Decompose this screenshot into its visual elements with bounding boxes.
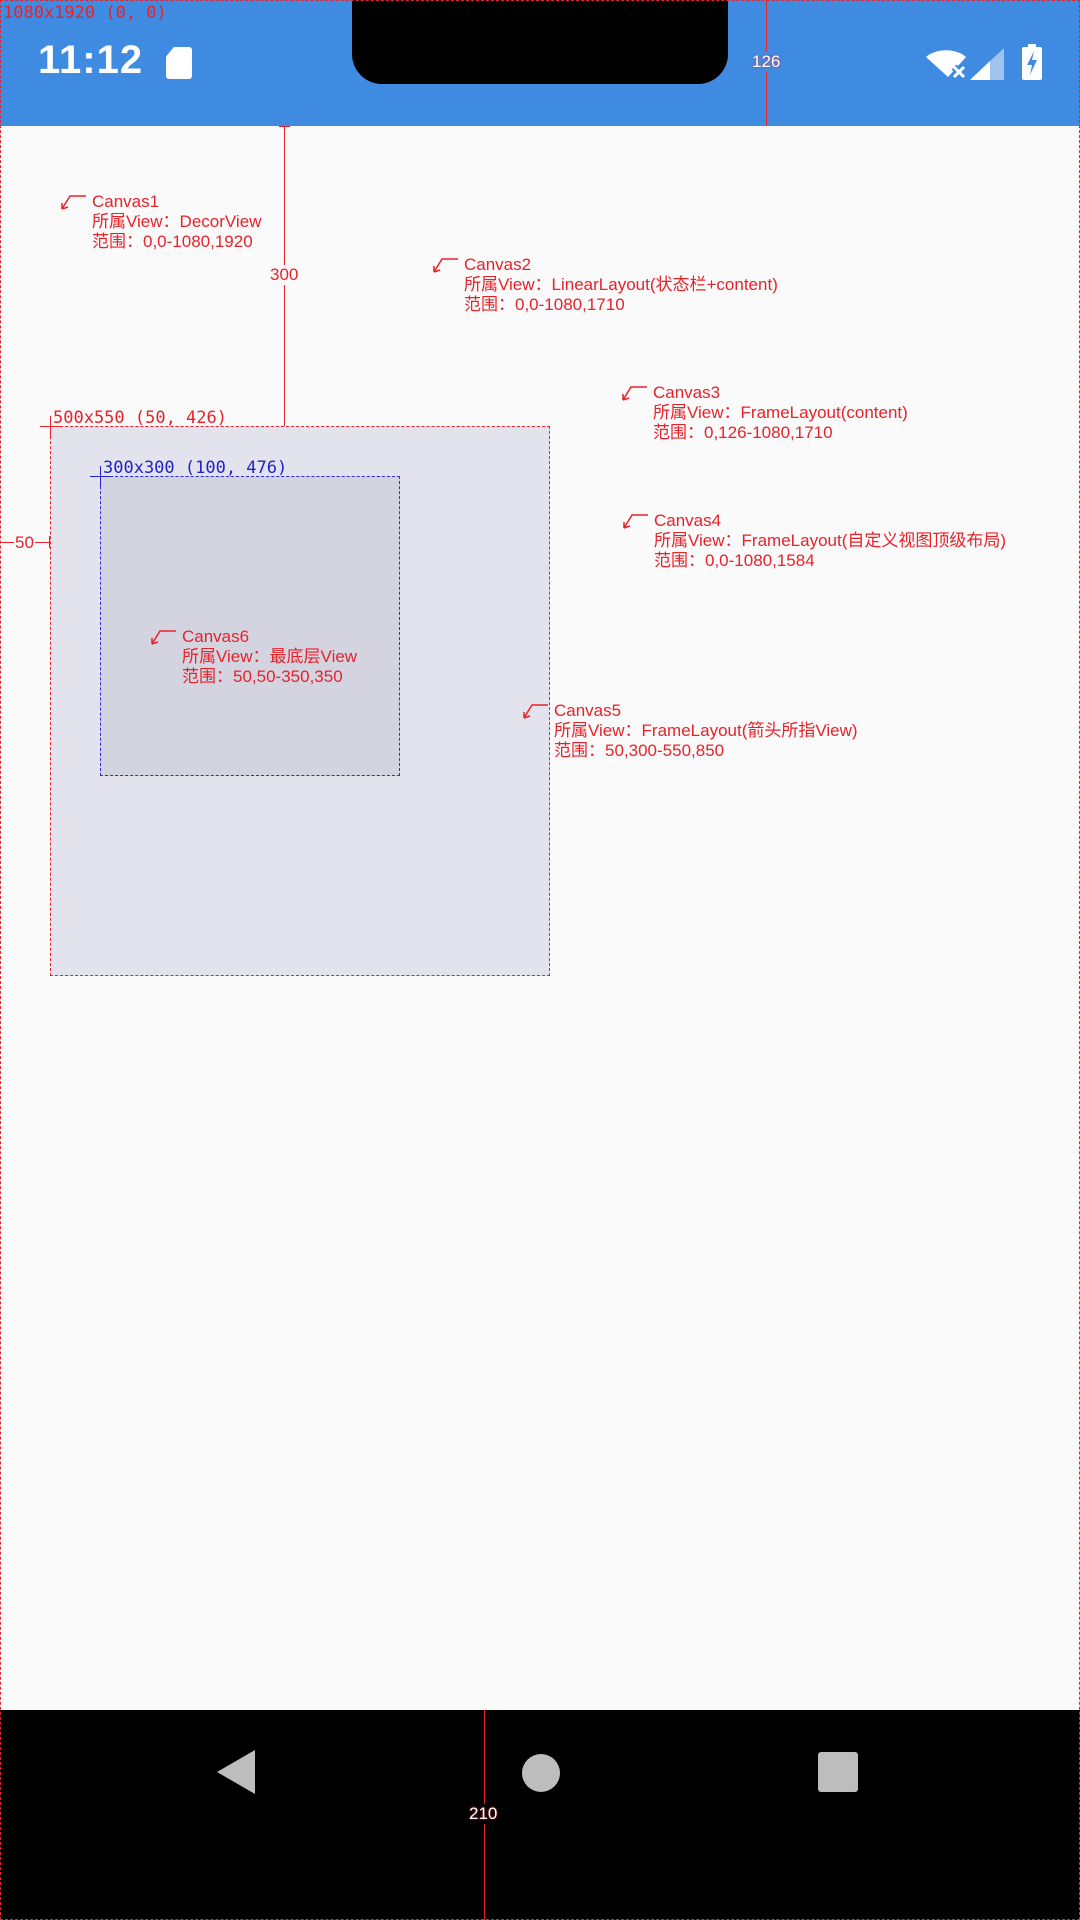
sd-card-icon — [166, 47, 192, 79]
annotation-title: Canvas6 — [182, 627, 250, 646]
annotation-view: 所属View：DecorView — [92, 212, 262, 231]
display-notch — [352, 0, 728, 84]
status-bar-height-value: 126 — [752, 52, 781, 72]
home-icon[interactable] — [522, 1754, 560, 1792]
annotation-canvas5: Canvas5 所属View：FrameLayout(箭头所指View) 范围：… — [523, 701, 858, 761]
annotation-view: 所属View：FrameLayout(自定义视图顶级布局) — [654, 531, 1007, 550]
inner-corner-marker-v — [100, 466, 101, 486]
annotation-title: Canvas2 — [464, 255, 532, 274]
annotation-view: 所属View：LinearLayout(状态栏+content) — [464, 275, 778, 294]
screen-dimension-label: 1080x1920 (0, 0) — [3, 3, 167, 23]
annotation-range: 范围：0,0-1080,1584 — [654, 551, 815, 570]
annotation-view: 所属View：最底层View — [182, 647, 358, 666]
annotation-title: Canvas5 — [554, 701, 622, 720]
annotation-range: 范围：50,300-550,850 — [554, 741, 725, 760]
status-bar: 11:12 — [0, 0, 1080, 126]
annotation-range: 范围：0,0-1080,1710 — [464, 295, 625, 314]
back-icon[interactable] — [217, 1750, 255, 1794]
left-margin-cap — [49, 536, 50, 548]
left-margin-value: 50 — [14, 533, 35, 553]
annotation-range: 范围：0,0-1080,1920 — [92, 232, 253, 251]
inner-box-dimension-label: 300x300 (100, 476) — [103, 458, 288, 478]
annotation-canvas2: Canvas2 所属View：LinearLayout(状态栏+content)… — [433, 255, 778, 315]
pointer-arrow-icon — [61, 195, 86, 210]
annotation-range: 范围：50,50-350,350 — [182, 667, 343, 686]
signal-icon — [970, 48, 1004, 80]
annotation-canvas4: Canvas4 所属View：FrameLayout(自定义视图顶级布局) 范围… — [623, 511, 1007, 571]
wifi-off-icon — [926, 50, 967, 80]
top-margin-value: 300 — [269, 265, 300, 285]
nav-bar-height-value: 210 — [469, 1804, 498, 1824]
annotation-title: Canvas3 — [653, 383, 721, 402]
battery-charging-icon — [1022, 44, 1042, 80]
annotation-view: 所属View：FrameLayout(content) — [653, 403, 908, 422]
canvas6-inner-view — [100, 476, 400, 776]
annotation-view: 所属View：FrameLayout(箭头所指View) — [554, 721, 858, 740]
annotation-title: Canvas4 — [654, 511, 722, 530]
pointer-arrow-icon — [523, 704, 548, 719]
outer-corner-marker-v — [50, 416, 51, 436]
annotation-canvas3: Canvas3 所属View：FrameLayout(content) 范围：0… — [622, 383, 908, 443]
annotation-title: Canvas1 — [92, 192, 160, 211]
pointer-arrow-icon — [623, 514, 648, 529]
outer-box-dimension-label: 500x550 (50, 426) — [53, 408, 227, 428]
navigation-bar — [0, 1710, 1080, 1920]
annotation-canvas1: Canvas1 所属View：DecorView 范围：0,0-1080,192… — [61, 192, 262, 252]
status-time: 11:12 — [38, 38, 144, 82]
pointer-arrow-icon — [622, 386, 647, 401]
recents-icon[interactable] — [818, 1752, 858, 1792]
annotation-range: 范围：0,126-1080,1710 — [653, 423, 833, 442]
annotation-canvas6: Canvas6 所属View：最底层View 范围：50,50-350,350 — [151, 627, 358, 687]
top-margin-cap — [279, 126, 290, 127]
pointer-arrow-icon — [151, 630, 176, 645]
pointer-arrow-icon — [433, 258, 458, 273]
